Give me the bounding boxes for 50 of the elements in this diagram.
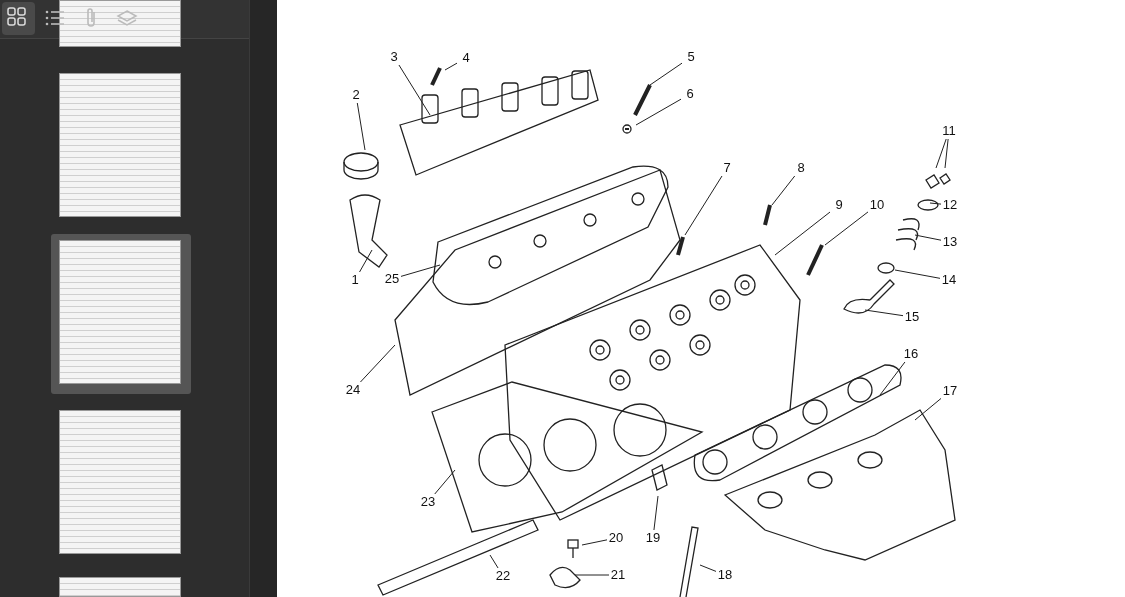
leader-line: [489, 554, 499, 569]
leader-line: [653, 495, 659, 531]
callout-number: 9: [830, 197, 848, 212]
leader-line: [444, 62, 458, 71]
leader-line: [824, 211, 869, 246]
callout-number: 1: [346, 272, 364, 287]
callout-number: 3: [385, 49, 403, 64]
leader-line: [944, 138, 949, 169]
leader-line: [771, 175, 796, 206]
leader-line: [398, 64, 431, 116]
callout-number: 7: [718, 160, 736, 175]
leader-line: [914, 397, 942, 421]
callout-number: 24: [344, 382, 362, 397]
leader-line: [359, 249, 373, 273]
callout-number: 11: [940, 123, 958, 138]
leader-line: [581, 539, 608, 546]
leader-line: [894, 269, 941, 279]
leader-line: [699, 564, 717, 572]
callout-number: 8: [792, 160, 810, 175]
callout-number: 13: [941, 234, 959, 249]
callout-number: 19: [644, 530, 662, 545]
leader-line: [914, 234, 942, 241]
callout-number: 5: [682, 49, 700, 64]
leader-line: [574, 574, 610, 576]
callout-number: 12: [941, 197, 959, 212]
callout-number: 2: [347, 87, 365, 102]
leader-line: [929, 202, 942, 205]
leader-line: [935, 138, 947, 169]
callout-number: 14: [940, 272, 958, 287]
callout-number: 16: [902, 346, 920, 361]
leader-line: [400, 264, 441, 277]
leader-line: [649, 62, 683, 86]
callout-number: 15: [903, 309, 921, 324]
leader-line: [635, 98, 682, 126]
callout-number: 6: [681, 86, 699, 101]
leader-line: [359, 344, 396, 383]
callout-number: 10: [868, 197, 886, 212]
callout-number: 22: [494, 568, 512, 583]
leader-line: [684, 175, 723, 236]
leader-line: [774, 211, 831, 256]
callout-number: 21: [609, 567, 627, 582]
callout-number: 25: [383, 271, 401, 286]
leader-line: [356, 102, 366, 151]
callout-number: 23: [419, 494, 437, 509]
callout-number: 20: [607, 530, 625, 545]
leader-line: [864, 309, 904, 317]
callout-number: 17: [941, 383, 959, 398]
callout-number: 4: [457, 50, 475, 65]
leader-line: [434, 469, 456, 495]
callout-number: 18: [716, 567, 734, 582]
